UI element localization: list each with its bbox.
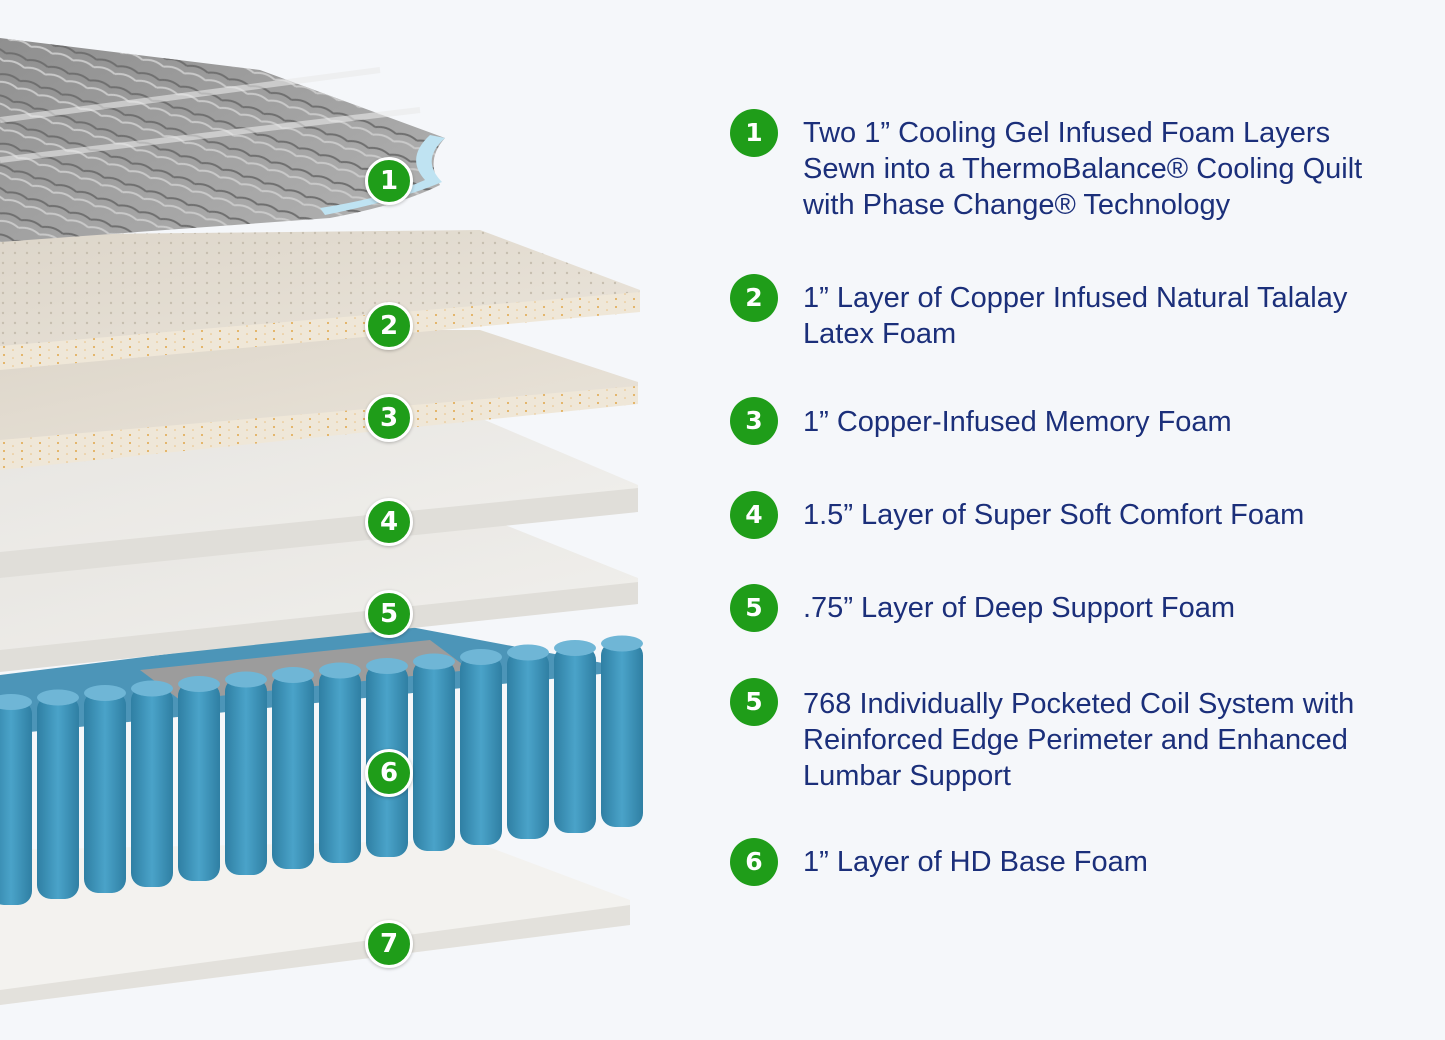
diagram-marker-7: 7 [365, 920, 413, 968]
coil-pocket [319, 668, 361, 863]
diagram-marker-5: 5 [365, 590, 413, 638]
legend-text: 768 Individually Pocketed Coil System wi… [803, 688, 1355, 792]
legend-text: Two 1” Cooling Gel Infused Foam Layers S… [803, 117, 1363, 221]
diagram-marker-1: 1 [365, 157, 413, 205]
layer-1-cooling-quilt [0, 38, 445, 242]
coil-top [413, 653, 455, 670]
coil-top [131, 680, 173, 697]
coil-top [178, 676, 220, 692]
legend-badge: 2 [730, 274, 778, 322]
layer-2-latex-foam [0, 230, 640, 370]
legend-badge: 4 [730, 491, 778, 539]
coil-pocket [601, 641, 643, 827]
coil-top [319, 662, 361, 679]
legend-text: 1.5” Layer of Super Soft Comfort Foam [803, 499, 1305, 531]
coil-pocket [37, 695, 79, 899]
coil-top [0, 694, 32, 710]
diagram-marker-6: 6 [365, 749, 413, 797]
coil-pocket [0, 700, 32, 905]
legend-text: .75” Layer of Deep Support Foam [803, 592, 1236, 624]
coil-pocket [131, 686, 173, 887]
layer-6-coil-system [0, 625, 643, 905]
legend-text: 1” Layer of HD Base Foam [803, 846, 1148, 878]
coil-pocket [507, 650, 549, 839]
coil-pocket [272, 673, 314, 869]
coil-top [601, 635, 643, 652]
coil-pocket [554, 646, 596, 833]
legend-badge: 6 [730, 838, 778, 886]
legend-text: 1” Layer of Copper Infused Natural Talal… [803, 282, 1348, 350]
layer-3-memory-foam [0, 330, 638, 470]
coil-top [507, 644, 549, 661]
layer-4-comfort-foam [0, 418, 638, 578]
diagram-marker-3: 3 [365, 394, 413, 442]
legend-badge: 5 [730, 678, 778, 726]
coil-pocket [178, 682, 220, 881]
diagram-marker-4: 4 [365, 498, 413, 546]
coil-top [272, 667, 314, 683]
coil-top [554, 640, 596, 656]
coil-top [225, 671, 267, 688]
coil-top [37, 689, 79, 706]
coil-top [460, 649, 502, 665]
legend-badge: 3 [730, 397, 778, 445]
legend-text: 1” Copper-Infused Memory Foam [803, 406, 1232, 438]
coil-top [84, 685, 126, 701]
diagram-marker-2: 2 [365, 302, 413, 350]
coil-pocket [225, 677, 267, 875]
coil-pocket [413, 659, 455, 851]
coil-pocket [84, 691, 126, 893]
legend-badge: 5 [730, 584, 778, 632]
legend-badge: 1 [730, 109, 778, 157]
coil-pocket [460, 655, 502, 845]
coil-top [366, 658, 408, 674]
mattress-layers-illustration [0, 38, 643, 1005]
